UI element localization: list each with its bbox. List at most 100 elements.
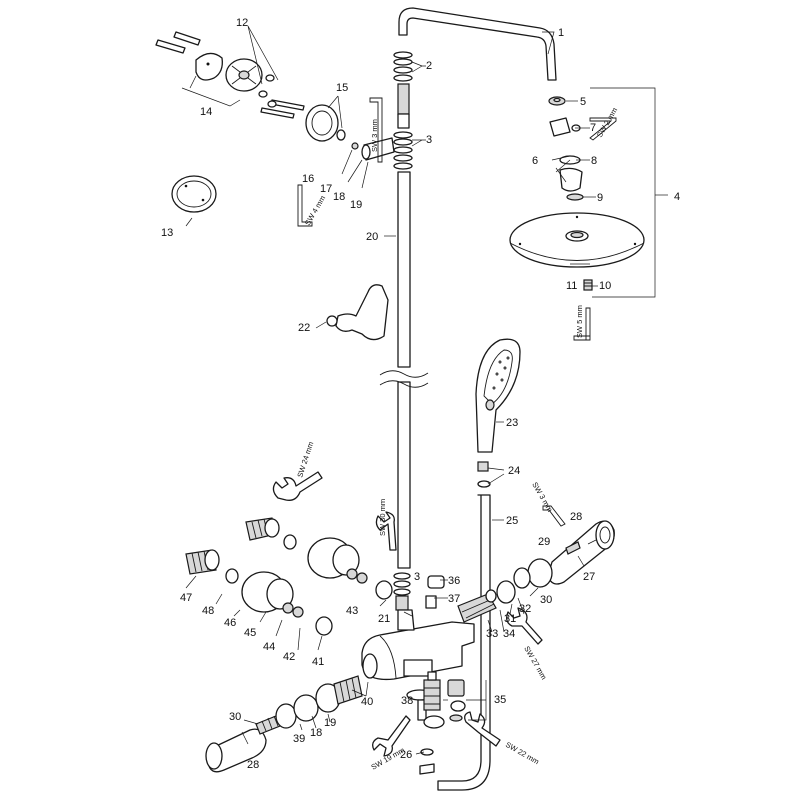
connector-left-lower [185, 549, 333, 636]
callout-34: 34 [503, 628, 515, 640]
callout-23: 23 [506, 417, 518, 429]
callout-28-right: 28 [570, 511, 582, 523]
cartridge-33 [457, 589, 497, 623]
callout-31: 31 [504, 613, 516, 625]
screw-10-11 [583, 279, 593, 291]
callout-25: 25 [506, 515, 518, 527]
callout-3: 3 [426, 134, 432, 146]
callout-20: 20 [366, 231, 378, 243]
callout-4: 4 [674, 191, 680, 203]
callout-30-left: 30 [229, 711, 241, 723]
callout-35: 35 [494, 694, 506, 706]
holder-17-19 [351, 137, 395, 161]
allen-key-sw4 [297, 184, 313, 227]
nut-26 [419, 748, 435, 775]
callout-16: 16 [302, 173, 314, 185]
callout-13: 13 [161, 227, 173, 239]
callout-27: 27 [583, 571, 595, 583]
tool-label-sw4: SW 4 mm [303, 194, 327, 227]
callout-2: 2 [426, 60, 432, 72]
cap-36-37 [425, 575, 445, 609]
riser-pipe [379, 171, 429, 569]
callout-19: 19 [350, 199, 362, 211]
callout-12: 12 [236, 17, 248, 29]
tool-label-sw2: SW 2 mm [595, 106, 619, 139]
rosette-15-16 [305, 104, 346, 142]
tool-label-sw5: SW 5 mm [575, 305, 584, 338]
callout-43: 43 [346, 605, 358, 617]
hand-shower-23 [475, 338, 521, 453]
hose-nut-24 [477, 461, 491, 488]
callout-6: 6 [532, 155, 538, 167]
handle-right [496, 520, 615, 604]
allen-key-sw3-right [542, 505, 566, 527]
callout-22: 22 [298, 322, 310, 334]
callout-39: 39 [293, 733, 305, 745]
wrench-sw24 [272, 471, 323, 501]
slider-22 [326, 284, 389, 341]
allen-key-sw2 [589, 117, 617, 141]
callout-9: 9 [597, 192, 603, 204]
shower-arm [398, 7, 557, 81]
callout-44: 44 [263, 641, 275, 653]
callout-21: 21 [378, 613, 390, 625]
callout-24: 24 [508, 465, 520, 477]
callout-48: 48 [202, 605, 214, 617]
callout-18: 18 [333, 191, 345, 203]
callout-19-lower: 19 [324, 717, 336, 729]
allen-key-sw3-top [369, 97, 383, 163]
hose-25 [437, 494, 491, 791]
callout-11: 11 [566, 280, 577, 292]
tool-label-sw3-top: SW 3 mm [370, 119, 379, 152]
callout-17: 17 [320, 183, 332, 195]
callout-40: 40 [361, 696, 373, 708]
callout-10: 10 [599, 280, 611, 292]
wall-plate-14 [195, 52, 223, 81]
callout-41: 41 [312, 656, 324, 668]
callout-30-right: 30 [540, 594, 552, 606]
callout-45: 45 [244, 627, 256, 639]
wrench-sw27 [506, 607, 543, 645]
bracket-4 [590, 87, 656, 298]
tool-label-sw27: SW 27 mm [522, 645, 548, 682]
callout-47: 47 [180, 592, 192, 604]
handle-left [205, 675, 363, 773]
cartridge-38 [423, 671, 445, 729]
callout-1: 1 [558, 27, 564, 39]
leader-lines [181, 25, 598, 755]
callout-33: 33 [486, 628, 498, 640]
callout-37: 37 [448, 593, 460, 605]
callout-5: 5 [580, 96, 586, 108]
callout-14: 14 [200, 106, 212, 118]
mounting-disc [225, 58, 263, 92]
callout-7: 7 [590, 122, 596, 134]
callout-32: 32 [519, 603, 531, 615]
tool-label-sw30: SW 30 mm [378, 499, 387, 536]
wrench-sw22 [464, 711, 501, 747]
callout-15: 15 [336, 82, 348, 94]
tool-label-sw22: SW 22 mm [504, 740, 541, 766]
callout-29: 29 [538, 536, 550, 548]
wrench-sw30 [375, 511, 397, 551]
tool-label-sw24: SW 24 mm [295, 441, 315, 479]
callout-26: 26 [400, 749, 412, 761]
washers [258, 74, 277, 108]
callout-28-left: 28 [247, 759, 259, 771]
connector-left-upper [245, 517, 393, 600]
callout-3-lower: 3 [414, 571, 420, 583]
callout-8: 8 [591, 155, 597, 167]
seal-rings-upper [393, 51, 413, 170]
callout-18-lower: 18 [310, 727, 322, 739]
riser-fittings [393, 572, 415, 631]
wrench-sw19 [372, 715, 411, 757]
callout-36: 36 [448, 575, 460, 587]
callout-46: 46 [224, 617, 236, 629]
nut-5 [548, 96, 566, 106]
diverter-35 [447, 679, 466, 722]
callout-42: 42 [283, 651, 295, 663]
head-shower-plate [509, 212, 645, 268]
wall-plate-13 [171, 175, 217, 213]
callout-38: 38 [401, 695, 413, 707]
